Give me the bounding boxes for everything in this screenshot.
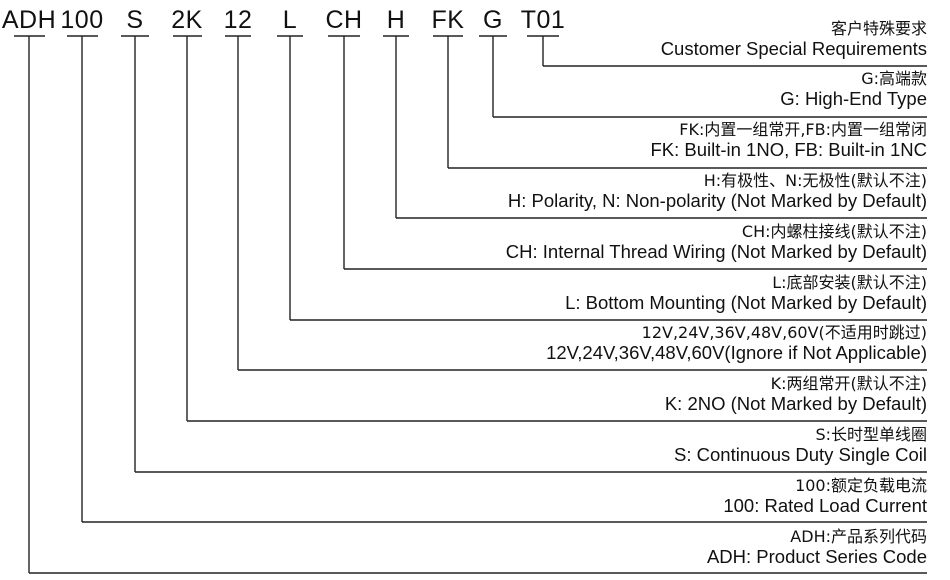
code-12: 12 bbox=[223, 6, 253, 34]
desc-en: K: 2NO (Not Marked by Default) bbox=[664, 393, 927, 414]
desc-en: CH: Internal Thread Wiring (Not Marked b… bbox=[505, 241, 927, 262]
code-2k: 2K bbox=[171, 6, 203, 34]
desc-zh: S:长时型单线圈 bbox=[815, 425, 927, 444]
desc-zh: 100:额定负载电流 bbox=[795, 476, 927, 495]
desc-en: L: Bottom Mounting (Not Marked by Defaul… bbox=[565, 292, 927, 313]
desc-en: S: Continuous Duty Single Coil bbox=[674, 444, 927, 465]
desc-zh: G:高端款 bbox=[861, 69, 927, 88]
desc-rated-current: 100:额定负载电流 100: Rated Load Current bbox=[723, 476, 927, 517]
code-fk: FK bbox=[431, 6, 465, 34]
desc-zh: CH:内螺柱接线(默认不注) bbox=[741, 222, 927, 241]
desc-en: Customer Special Requirements bbox=[660, 38, 927, 59]
desc-coil-type: S:长时型单线圈 S: Continuous Duty Single Coil bbox=[674, 425, 927, 466]
desc-mounting: L:底部安装(默认不注) L: Bottom Mounting (Not Mar… bbox=[565, 273, 927, 314]
desc-en: 100: Rated Load Current bbox=[723, 495, 927, 516]
desc-zh: K:两组常开(默认不注) bbox=[770, 374, 927, 393]
code-h: H bbox=[386, 6, 406, 34]
code-l: L bbox=[282, 6, 298, 34]
desc-en: H: Polarity, N: Non-polarity (Not Marked… bbox=[507, 190, 927, 211]
desc-main-contact: K:两组常开(默认不注) K: 2NO (Not Marked by Defau… bbox=[665, 374, 927, 415]
desc-zh: L:底部安装(默认不注) bbox=[772, 273, 927, 292]
code-ch: CH bbox=[325, 6, 363, 34]
desc-zh: 客户特殊要求 bbox=[830, 19, 927, 38]
desc-wiring: CH:内螺柱接线(默认不注) CH: Internal Thread Wirin… bbox=[506, 222, 927, 263]
desc-zh: ADH:产品系列代码 bbox=[790, 527, 927, 546]
desc-aux-contact: FK:内置一组常开,FB:内置一组常闭 FK: Built-in 1NO, FB… bbox=[650, 120, 927, 161]
code-100: 100 bbox=[60, 6, 104, 34]
desc-series-code: ADH:产品系列代码 ADH: Product Series Code bbox=[707, 527, 927, 568]
desc-en: 12V,24V,36V,48V,60V(Ignore if Not Applic… bbox=[546, 342, 927, 363]
desc-en: G: High-End Type bbox=[780, 88, 927, 109]
code-s: S bbox=[126, 6, 144, 34]
desc-zh: H:有极性、N:无极性(默认不注) bbox=[703, 171, 927, 190]
code-adh: ADH bbox=[1, 6, 57, 34]
desc-high-end: G:高端款 G: High-End Type bbox=[780, 69, 927, 110]
desc-polarity: H:有极性、N:无极性(默认不注) H: Polarity, N: Non-po… bbox=[508, 171, 927, 212]
code-t01: T01 bbox=[520, 6, 566, 34]
desc-special-requirements: 客户特殊要求 Customer Special Requirements bbox=[661, 19, 927, 60]
desc-en: FK: Built-in 1NO, FB: Built-in 1NC bbox=[650, 139, 927, 160]
desc-coil-voltage: 12V,24V,36V,48V,60V(不适用时跳过) 12V,24V,36V,… bbox=[546, 323, 927, 364]
desc-en: ADH: Product Series Code bbox=[706, 546, 927, 567]
code-g: G bbox=[483, 6, 503, 34]
desc-zh: FK:内置一组常开,FB:内置一组常闭 bbox=[679, 120, 927, 139]
desc-zh: 12V,24V,36V,48V,60V(不适用时跳过) bbox=[641, 323, 927, 342]
